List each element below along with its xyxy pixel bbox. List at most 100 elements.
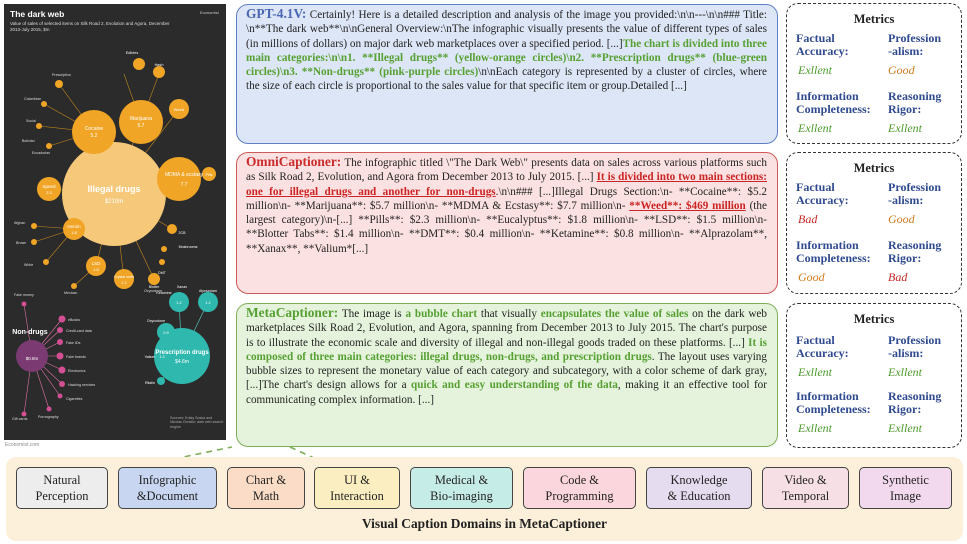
domain-chip: Medical &Bio-imaging bbox=[410, 467, 513, 509]
omni-caption-error-1: It is divided into two main sections: on… bbox=[246, 171, 767, 198]
infographic-footnote: Sources: Kristy Soska and Nicolas Christ… bbox=[170, 416, 224, 429]
non-drugs-label: Non-drugs bbox=[12, 329, 47, 336]
meta-caption-highlight-3: It is composed of three main categories:… bbox=[246, 336, 767, 363]
gpt-professionalism-value: Good bbox=[888, 63, 915, 77]
marijuana-label: Marijuana bbox=[130, 116, 152, 122]
lsd-label: LSD bbox=[92, 261, 102, 266]
meta-caption-text-3: on the dark web marketplaces Silk Road 2… bbox=[246, 308, 767, 349]
edibles-label: Edibles bbox=[126, 51, 139, 55]
infographic-subtitle: Value of sales of selected items on Silk… bbox=[10, 21, 170, 32]
blotter-label: Blotter bbox=[149, 285, 160, 289]
gpt-professionalism: Profession-alism: Good bbox=[888, 32, 967, 78]
domain-chip: Video &Temporal bbox=[762, 467, 849, 509]
nondrug-fake-brands: Fake brands bbox=[66, 355, 86, 359]
metric-label: Information bbox=[796, 89, 859, 103]
gpt-caption-text-1: Certainly! Here is a detailed descriptio… bbox=[246, 9, 767, 50]
meta-model-name: MetaCaptioner: bbox=[246, 305, 339, 320]
domain-chip: Infographic&Document bbox=[118, 467, 217, 509]
infographic-title: The dark web bbox=[10, 9, 65, 19]
nondrug-ebooks: eBooks bbox=[68, 318, 80, 322]
domain-label: Perception bbox=[35, 488, 89, 503]
ritalin-label: Ritalin bbox=[145, 381, 155, 385]
meta-caption-box: MetaCaptioner: The image is a bubble cha… bbox=[236, 303, 778, 447]
gpt-caption-box: GPT-4.1V: Certainly! Here is a detailed … bbox=[236, 4, 778, 144]
heroin-label: Heroin bbox=[67, 224, 81, 229]
pills-label: Pills bbox=[206, 173, 213, 177]
domain-label: Programming bbox=[545, 488, 614, 503]
ketamine-label: Ketamine bbox=[156, 291, 171, 295]
small-label-mexican: Mexican bbox=[64, 291, 77, 295]
domain-label: Math bbox=[252, 488, 280, 503]
metric-label: Completeness: bbox=[796, 402, 871, 416]
2cb-label: 2CB bbox=[179, 231, 187, 235]
gpt-model-name: GPT-4.1V: bbox=[246, 6, 307, 21]
nondrug-pornography: Pornography bbox=[38, 415, 59, 419]
domain-chip: Chart &Math bbox=[227, 467, 305, 509]
meta-caption-text-4: . The layout uses varying bubble sizes t… bbox=[246, 350, 767, 392]
bubble-chart-graphic: Illegal drugs $210m Cocaine 5.2 Marijuan… bbox=[12, 51, 218, 421]
domain-label: Temporal bbox=[781, 488, 830, 503]
mdma-label: MDMA & ecstasy bbox=[165, 172, 204, 178]
illegal-drugs-label: Illegal drugs bbox=[87, 184, 140, 194]
omni-caption-box: OmniCaptioner: The infographic titled \"… bbox=[236, 152, 778, 294]
metric-label: Factual bbox=[796, 333, 835, 347]
domain-label: Image bbox=[890, 488, 921, 503]
mushrooms-label: Mushrooms bbox=[179, 245, 198, 249]
cocaine-value: 5.2 bbox=[91, 133, 98, 139]
metric-label: Rigor: bbox=[888, 102, 922, 116]
small-label-colombian: Colombian bbox=[24, 97, 41, 101]
domain-label: Synthetic bbox=[882, 473, 929, 487]
nondrug-cigarettes: Cigarettes bbox=[66, 397, 83, 401]
small-label-ecuadorian: Ecuadorian bbox=[32, 151, 50, 155]
metric-label: Reasoning bbox=[888, 89, 942, 103]
domain-label: Code & bbox=[560, 473, 599, 487]
small-label-brown: Brown bbox=[16, 241, 26, 245]
domains-title: Visual Caption Domains in MetaCaptioner bbox=[361, 516, 607, 531]
domain-label: Chart & bbox=[245, 473, 287, 487]
meta-completeness-value: Exllent bbox=[798, 421, 832, 435]
domain-label: Video & bbox=[784, 473, 827, 487]
marijuana-value: 5.7 bbox=[138, 123, 145, 129]
meta-factual-value: Exllent bbox=[798, 365, 832, 379]
weed-label: Weed bbox=[174, 107, 184, 112]
valium-value: 1.3 bbox=[160, 355, 165, 359]
metric-label: Profession bbox=[888, 333, 942, 347]
metric-label: Reasoning bbox=[888, 238, 942, 252]
gpt-caption-text-2: \n\nEach category is represented by a cl… bbox=[246, 66, 768, 93]
prescription-drugs-value: $4.6m bbox=[175, 359, 189, 365]
metric-label: Factual bbox=[796, 180, 835, 194]
nondrug-fake-ids: Fake IDs bbox=[66, 341, 81, 345]
small-label-afghan: Afghan bbox=[14, 221, 25, 225]
meta-caption-highlight-4: quick and easy understanding of the data bbox=[411, 379, 618, 392]
domain-chip: UI &Interaction bbox=[314, 467, 400, 509]
metric-label: Accuracy: bbox=[796, 193, 849, 207]
meta-caption-highlight-2: encapsulates the value of sales bbox=[540, 308, 689, 320]
metric-label: Profession bbox=[888, 31, 942, 45]
domain-label: Medical & bbox=[434, 473, 489, 487]
nondrug-fake-money: Fake money bbox=[14, 293, 34, 297]
omni-completeness-value: Good bbox=[798, 270, 825, 284]
meta-professionalism: Profession-alism: Exllent bbox=[888, 334, 967, 380]
meta-caption-text-1: The image is bbox=[338, 308, 406, 320]
metric-label: Accuracy: bbox=[796, 44, 849, 58]
nondrug-hacking: Hacking services bbox=[68, 383, 95, 387]
oxycodone-label: Oxycodone bbox=[147, 319, 165, 323]
metric-label: Profession bbox=[888, 180, 942, 194]
metric-label: Accuracy: bbox=[796, 346, 849, 360]
omni-rigor-value: Bad bbox=[888, 270, 908, 284]
metric-label: -alism: bbox=[888, 44, 924, 58]
meta-professionalism-value: Exllent bbox=[888, 365, 922, 379]
illegal-drugs-value: $210m bbox=[105, 199, 123, 205]
domain-chip: Knowledge& Education bbox=[646, 467, 752, 509]
